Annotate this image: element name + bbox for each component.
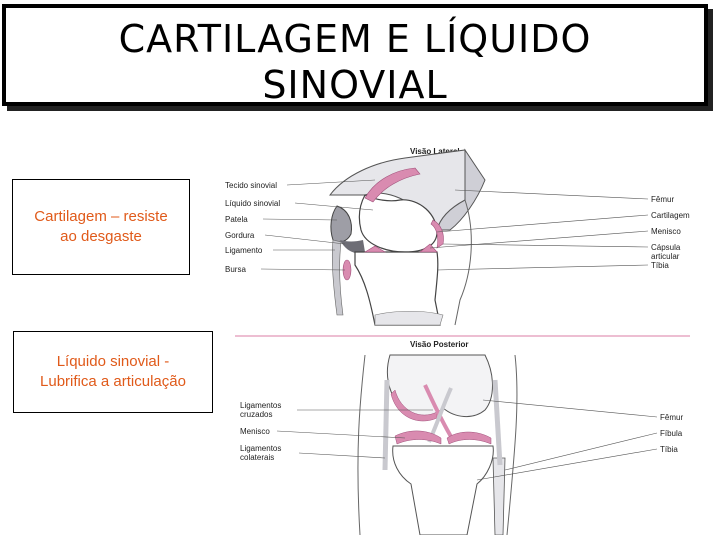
label-bursa: Bursa xyxy=(225,265,246,274)
label-ligament: Ligamento xyxy=(225,246,263,255)
label-tibia-lateral: Tíbia xyxy=(651,261,669,270)
label-fat: Gordura xyxy=(225,231,255,240)
cartilage-callout-line-1: Cartilagem – resiste xyxy=(34,208,168,225)
synovial-callout-line-1: Líquido sinovial - xyxy=(56,353,170,370)
title-box: CARTILAGEM E LÍQUIDO SINOVIAL xyxy=(2,4,708,108)
slide-title-line-2: SINOVIAL xyxy=(262,63,448,107)
lateral-right-labels: Fêmur Cartilagem Menisco Cápsula articul… xyxy=(429,189,690,271)
lateral-knee-drawing xyxy=(328,148,486,326)
label-meniscus-lateral: Menisco xyxy=(651,227,681,236)
label-collateral-ligaments-2: colaterais xyxy=(240,453,274,462)
label-collateral-ligaments: Ligamentos xyxy=(240,444,281,453)
label-femur-posterior: Fêmur xyxy=(660,413,683,422)
label-tibia-posterior: Tíbia xyxy=(660,445,678,454)
label-cartilage: Cartilagem xyxy=(651,211,690,220)
label-joint-capsule: Cápsula xyxy=(651,243,681,252)
knee-anatomy-figure: Visão Lateral Tecido sinovial Líquido si… xyxy=(225,147,690,535)
posterior-right-labels: Fêmur Fíbula Tíbia xyxy=(476,399,683,481)
label-femur-lateral: Fêmur xyxy=(651,195,674,204)
label-cruciate-ligaments-2: cruzados xyxy=(240,410,272,419)
label-synovial-tissue: Tecido sinovial xyxy=(225,181,277,190)
posterior-view-heading: Visão Posterior xyxy=(410,340,469,349)
slide-title-line-1: CARTILAGEM E LÍQUIDO xyxy=(118,17,592,61)
label-cruciate-ligaments: Ligamentos xyxy=(240,401,281,410)
label-meniscus-posterior: Menisco xyxy=(240,427,270,436)
synovial-callout-line-2: Lubrifica a articulação xyxy=(40,373,186,390)
lateral-view-heading: Visão Lateral xyxy=(410,147,460,156)
cartilage-callout-line-2: ao desgaste xyxy=(60,228,142,245)
label-joint-capsule-2: articular xyxy=(651,252,680,261)
posterior-left-labels: Ligamentos cruzados Menisco Ligamentos c… xyxy=(240,401,433,462)
cartilage-callout: Cartilagem – resiste ao desgaste xyxy=(12,179,190,275)
label-synovial-fluid: Líquido sinovial xyxy=(225,199,280,208)
synovial-callout: Líquido sinovial - Lubrifica a articulaç… xyxy=(13,331,213,413)
slide-title: CARTILAGEM E LÍQUIDO SINOVIAL xyxy=(6,16,704,108)
label-patella: Patela xyxy=(225,215,248,224)
posterior-knee-drawing xyxy=(357,354,518,535)
lateral-left-labels: Tecido sinovial Líquido sinovial Patela … xyxy=(225,179,376,274)
label-fibula: Fíbula xyxy=(660,429,683,438)
